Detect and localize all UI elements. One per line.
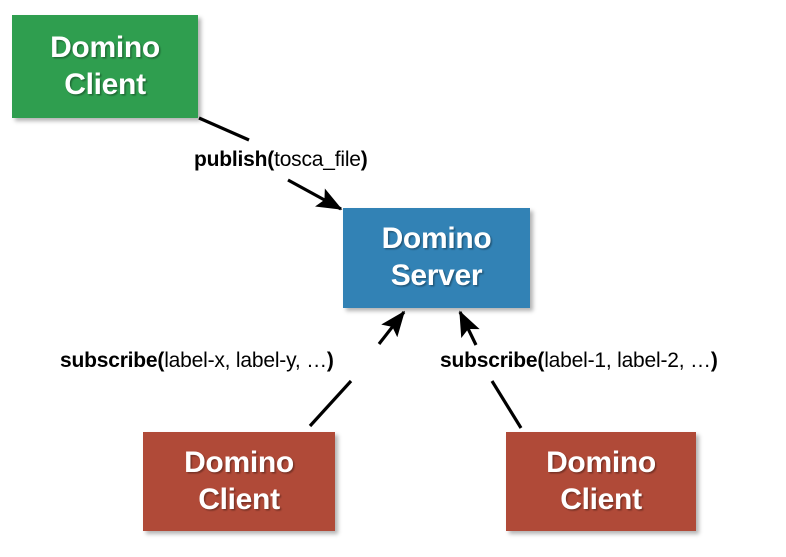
edge-label-close-paren: ) [710, 349, 718, 372]
publish-edge-segment-upper [198, 116, 250, 142]
edge-label-publish: publish(tosca_file) [194, 148, 368, 172]
subscribe-left-segment-lower [308, 379, 353, 428]
edge-label-subscribe-left: subscribe(label-x, label-y, …) [60, 349, 334, 373]
edge-label-close-paren: ) [360, 148, 368, 171]
node-domino-server[interactable]: Domino Server [343, 208, 530, 308]
node-label-line2: Client [64, 67, 146, 101]
edge-label-fn: subscribe( [60, 349, 165, 372]
node-label-line1: Domino [381, 222, 492, 256]
node-label-line2: Client [198, 482, 280, 516]
node-label-line1: Domino [184, 445, 294, 479]
subscribe-right-segment-upper [458, 310, 480, 346]
publish-edge-segment-lower [287, 178, 343, 211]
subscribe-right-segment-lower [490, 380, 523, 429]
edge-label-args: tosca_file [274, 148, 361, 171]
edge-label-args: label-x, label-y, … [164, 349, 327, 372]
node-label-line1: Domino [50, 30, 160, 64]
edge-label-subscribe-right: subscribe(label-1, label-2, …) [440, 349, 718, 373]
edge-label-close-paren: ) [326, 349, 334, 372]
edge-label-fn: subscribe( [440, 349, 545, 372]
edge-label-args: label-1, label-2, … [544, 349, 711, 372]
node-label-line2: Server [390, 259, 483, 292]
edge-label-fn: publish( [194, 148, 275, 171]
node-label-line1: Domino [546, 445, 656, 479]
node-domino-client-right[interactable]: Domino Client [506, 432, 696, 531]
subscribe-left-segment-upper [377, 310, 406, 345]
node-label-line2: Client [560, 482, 642, 516]
node-domino-client-left[interactable]: Domino Client [143, 432, 335, 531]
node-domino-client-top[interactable]: Domino Client [12, 15, 198, 118]
